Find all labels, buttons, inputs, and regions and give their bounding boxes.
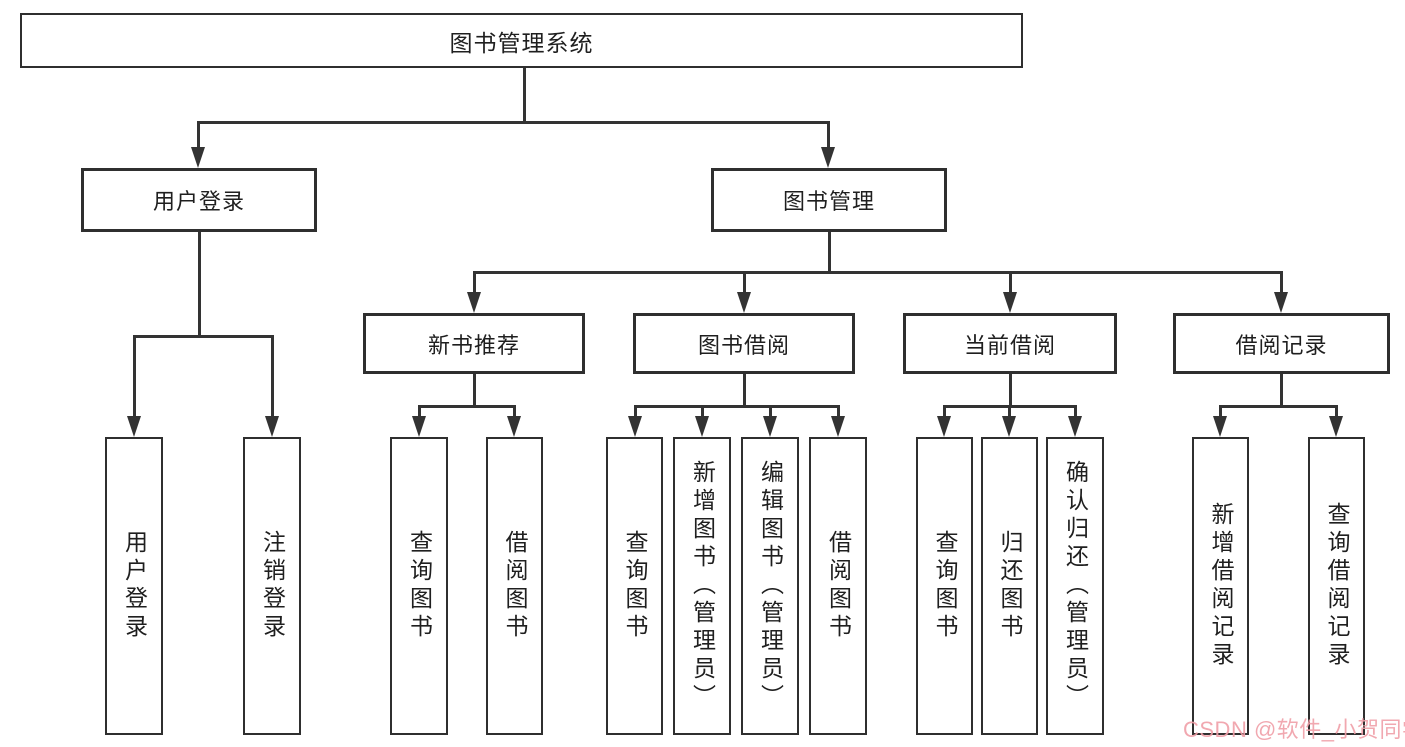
arrowhead-down-icon [507,416,521,437]
connector-line-vertical [472,374,476,406]
leaf-borrow-books-2-label: 借阅图书 [825,530,852,642]
connector-line-vertical [1279,272,1283,295]
arrowhead-down-icon [695,416,709,437]
node-book-borrowing: 图书借阅 [633,313,855,374]
leaf-logout-label: 注销登录 [259,530,286,642]
connector-line-vertical [1218,406,1222,419]
connector-line-vertical [633,406,637,419]
node-borrowing-records: 借阅记录 [1173,313,1390,374]
leaf-query-borrow-record: 查询借阅记录 [1308,437,1365,735]
leaf-borrow-books-2: 借阅图书 [809,437,867,735]
connector-line-vertical [472,272,476,295]
node-book-management: 图书管理 [711,168,947,232]
connector-line-horizontal [1218,404,1338,408]
arrowhead-down-icon [737,292,751,313]
connector-line-vertical [1008,272,1012,295]
arrowhead-down-icon [1274,292,1288,313]
leaf-borrow-books-1: 借阅图书 [486,437,543,735]
leaf-user-login: 用户登录 [105,437,163,735]
arrowhead-down-icon [763,416,777,437]
connector-line-vertical [1008,374,1012,406]
connector-line-horizontal [132,334,274,338]
leaf-add-books-admin-label: 新增图书（管理员） [689,460,716,712]
connector-line-vertical [700,406,704,419]
arrowhead-down-icon [937,416,951,437]
leaf-borrow-books-1-label: 借阅图书 [502,530,528,642]
arrowhead-down-icon [1329,416,1343,437]
connector-line-vertical [512,406,516,419]
leaf-query-books-1-label: 查询图书 [406,530,433,642]
connector-line-vertical [1279,374,1283,406]
arrowhead-down-icon [831,416,845,437]
leaf-edit-books-admin-label: 编辑图书（管理员） [757,460,784,712]
connector-line-vertical [1073,406,1077,419]
connector-line-vertical [1007,406,1011,419]
arrowhead-down-icon [191,147,205,168]
connector-line-vertical [196,122,200,150]
arrowhead-down-icon [1002,416,1016,437]
leaf-user-login-label: 用户登录 [121,530,148,642]
connector-line-vertical [197,232,201,336]
leaf-query-borrow-record-label: 查询借阅记录 [1324,502,1350,670]
connector-line-vertical [827,232,831,272]
connector-line-vertical [742,272,746,295]
connector-line-vertical [417,406,421,419]
arrowhead-down-icon [265,416,279,437]
connector-line-horizontal [633,404,840,408]
leaf-query-books-2: 查询图书 [606,437,663,735]
connector-line-horizontal [417,404,516,408]
csdn-watermark: CSDN @软件_小贺同学 [1183,717,1405,742]
node-user-login: 用户登录 [81,168,317,232]
leaf-query-books-3-label: 查询图书 [932,530,958,642]
connector-line-horizontal [196,120,830,124]
leaf-edit-books-admin: 编辑图书（管理员） [741,437,799,735]
leaf-confirm-return-admin-label: 确认归还（管理员） [1062,460,1089,712]
connector-line-vertical [522,68,526,122]
leaf-confirm-return-admin: 确认归还（管理员） [1046,437,1104,735]
arrowhead-down-icon [467,292,481,313]
leaf-return-books-label: 归还图书 [997,530,1023,642]
leaf-query-books-1: 查询图书 [390,437,448,735]
connector-line-vertical [826,122,830,150]
connector-line-vertical [836,406,840,419]
arrowhead-down-icon [1213,416,1227,437]
node-current-borrowing: 当前借阅 [903,313,1117,374]
leaf-add-books-admin: 新增图书（管理员） [673,437,731,735]
connector-line-horizontal [472,270,1283,274]
leaf-add-borrow-record: 新增借阅记录 [1192,437,1249,735]
arrowhead-down-icon [412,416,426,437]
leaf-logout: 注销登录 [243,437,301,735]
connector-line-vertical [942,406,946,419]
node-new-book-recommendation: 新书推荐 [363,313,585,374]
connector-line-vertical [768,406,772,419]
connector-line-vertical [1334,406,1338,419]
arrowhead-down-icon [127,416,141,437]
arrowhead-down-icon [628,416,642,437]
arrowhead-down-icon [821,147,835,168]
leaf-query-books-2-label: 查询图书 [622,530,648,642]
node-library-management-system: 图书管理系统 [20,13,1023,68]
connector-line-vertical [270,336,274,419]
arrowhead-down-icon [1068,416,1082,437]
leaf-add-borrow-record-label: 新增借阅记录 [1208,502,1234,670]
leaf-query-books-3: 查询图书 [916,437,973,735]
connector-line-vertical [742,374,746,406]
leaf-return-books: 归还图书 [981,437,1038,735]
connector-line-vertical [132,336,136,419]
arrowhead-down-icon [1003,292,1017,313]
